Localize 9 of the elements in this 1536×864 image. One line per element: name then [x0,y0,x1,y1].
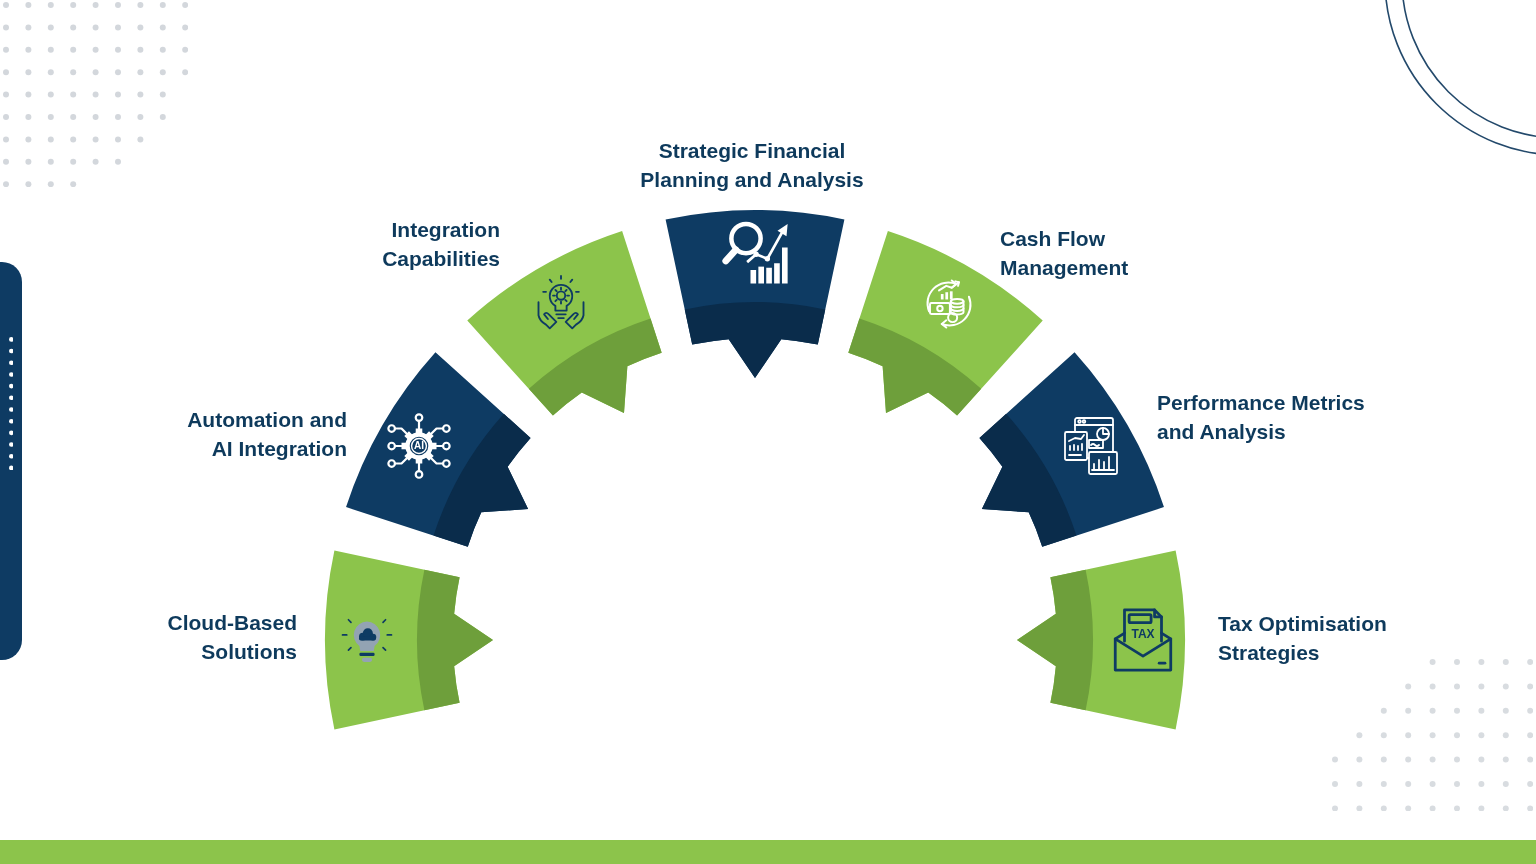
segment-heading: Automation and AI Integration [186,407,347,462]
icon-label: AI [413,441,424,451]
icon-label: TAX [1131,628,1155,641]
segment-heading: Performance Metrics and Analysis [1157,390,1366,445]
segment-heading: Tax Optimisation Strategies [1218,611,1388,666]
segment-heading: Cloud-Based Solutions [166,610,297,665]
segment-heading: Cash Flow Management [1000,226,1130,281]
segment-heading: Strategic Financial Planning and Analysis [639,138,865,193]
segment-heading: Integration Capabilities [381,217,500,272]
